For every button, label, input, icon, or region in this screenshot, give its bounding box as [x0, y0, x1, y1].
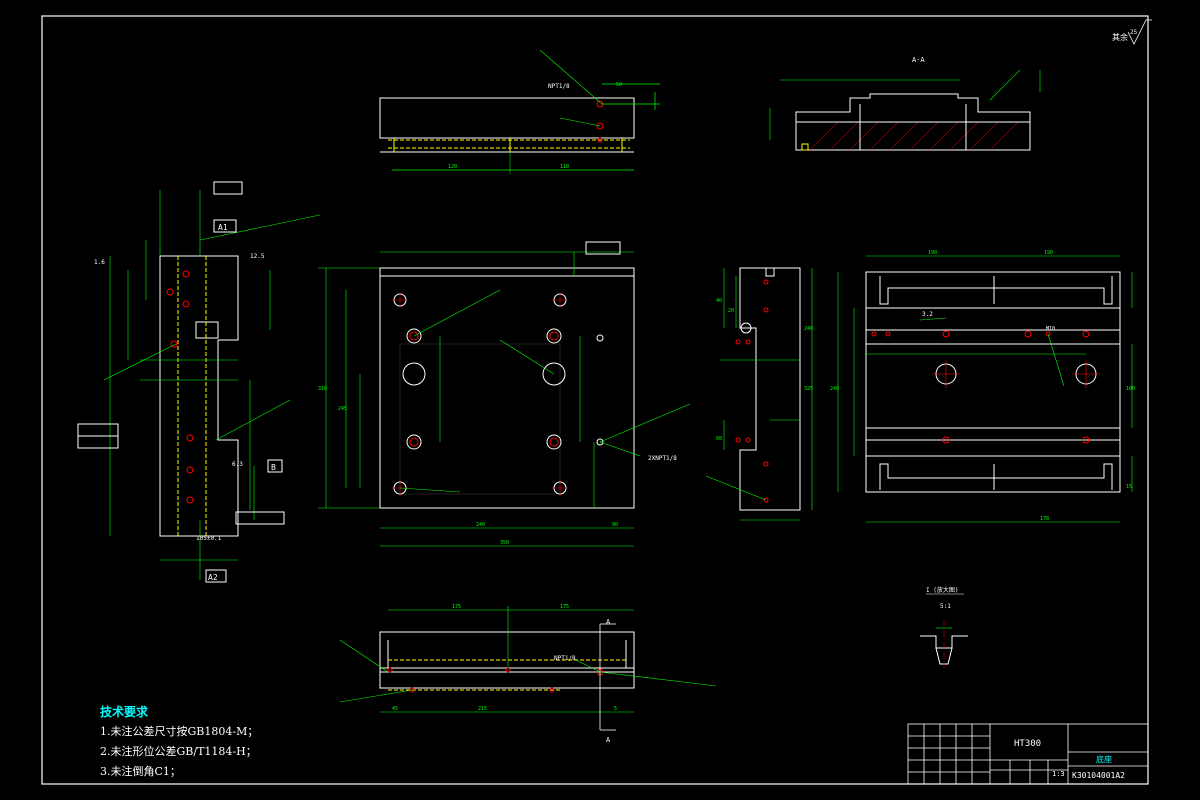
- svg-text:2XNPT1/8: 2XNPT1/8: [648, 455, 677, 462]
- svg-text:350: 350: [500, 540, 509, 546]
- svg-text:325: 325: [804, 386, 813, 392]
- technical-notes: 技术要求 1.未注公差尺寸按GB1804-M； 2.未注形位公差GB/T1184…: [100, 702, 258, 782]
- svg-text:12.5: 12.5: [250, 253, 265, 260]
- svg-text:A: A: [606, 736, 611, 744]
- title-scale: 1:3: [1052, 770, 1065, 778]
- svg-text:245: 245: [338, 406, 347, 412]
- svg-text:190: 190: [1044, 250, 1053, 256]
- note-item: 2.未注形位公差GB/T1184-H；: [100, 745, 257, 758]
- right-view: 40 20 60 325 240: [705, 267, 813, 521]
- detail-view-i: I (放大图) 5:1: [920, 586, 968, 668]
- svg-text:240: 240: [476, 522, 485, 528]
- title-material: HT300: [1014, 739, 1041, 749]
- title-part-name: 底座: [1096, 754, 1112, 764]
- note-item: 3.未注倒角C1；: [100, 765, 181, 778]
- svg-text:A-A: A-A: [912, 56, 925, 64]
- svg-text:240: 240: [804, 326, 813, 332]
- svg-text:50: 50: [616, 82, 622, 88]
- note-item: 1.未注公差尺寸按GB1804-M；: [100, 725, 259, 738]
- title-drawing-number: K30104001A2: [1072, 771, 1125, 780]
- svg-text:190: 190: [928, 250, 937, 256]
- svg-text:175: 175: [452, 604, 461, 610]
- svg-text:其余: 其余: [1112, 32, 1128, 42]
- svg-text:105±0.1: 105±0.1: [196, 535, 222, 542]
- svg-text:20: 20: [728, 308, 734, 314]
- svg-text:178: 178: [1040, 516, 1049, 522]
- svg-text:45: 45: [392, 706, 398, 712]
- svg-text:240: 240: [830, 386, 839, 392]
- svg-text:NPT1/8: NPT1/8: [554, 655, 576, 662]
- svg-text:5: 5: [614, 706, 617, 712]
- svg-text:100: 100: [1126, 386, 1135, 392]
- bottom-view: A A NPT1/8 175 175 45 215 5: [339, 604, 717, 744]
- roughness-mark: 其余 25: [1112, 19, 1152, 45]
- title-block: [907, 723, 1149, 785]
- svg-text:215: 215: [478, 706, 487, 712]
- svg-text:60: 60: [716, 436, 722, 442]
- svg-text:B: B: [271, 463, 276, 472]
- svg-text:90: 90: [612, 522, 618, 528]
- svg-text:120: 120: [448, 164, 457, 170]
- notes-heading: 技术要求: [100, 705, 149, 719]
- svg-text:A2: A2: [208, 573, 218, 582]
- svg-text:310: 310: [318, 386, 327, 392]
- svg-text:3.2: 3.2: [922, 311, 933, 318]
- svg-text:25: 25: [1130, 29, 1138, 36]
- left-view: A1 B A2 105±0.1 1.6 6.3 12.5: [77, 181, 321, 583]
- svg-text:110: 110: [560, 164, 569, 170]
- svg-text:40: 40: [716, 298, 722, 304]
- svg-text:A1: A1: [218, 223, 228, 232]
- svg-text:6.3: 6.3: [232, 461, 243, 468]
- svg-text:175: 175: [560, 604, 569, 610]
- top-view: NPT1/8 120 110 50: [379, 49, 660, 174]
- svg-text:I (放大图): I (放大图): [926, 586, 958, 594]
- svg-text:15: 15: [1126, 484, 1132, 490]
- far-right-view: 190 190 240 3.2 M10 178 100 15: [830, 250, 1135, 523]
- front-view: 2XNPT1/8 240 350 90 310 245: [318, 241, 691, 547]
- svg-text:A: A: [606, 618, 611, 626]
- section-view-aa: A-A: [769, 56, 1041, 151]
- sheet-border: [41, 15, 1149, 785]
- svg-text:5:1: 5:1: [940, 603, 951, 610]
- svg-text:1.6: 1.6: [94, 259, 105, 266]
- svg-text:M10: M10: [1046, 326, 1055, 332]
- svg-text:NPT1/8: NPT1/8: [548, 83, 570, 90]
